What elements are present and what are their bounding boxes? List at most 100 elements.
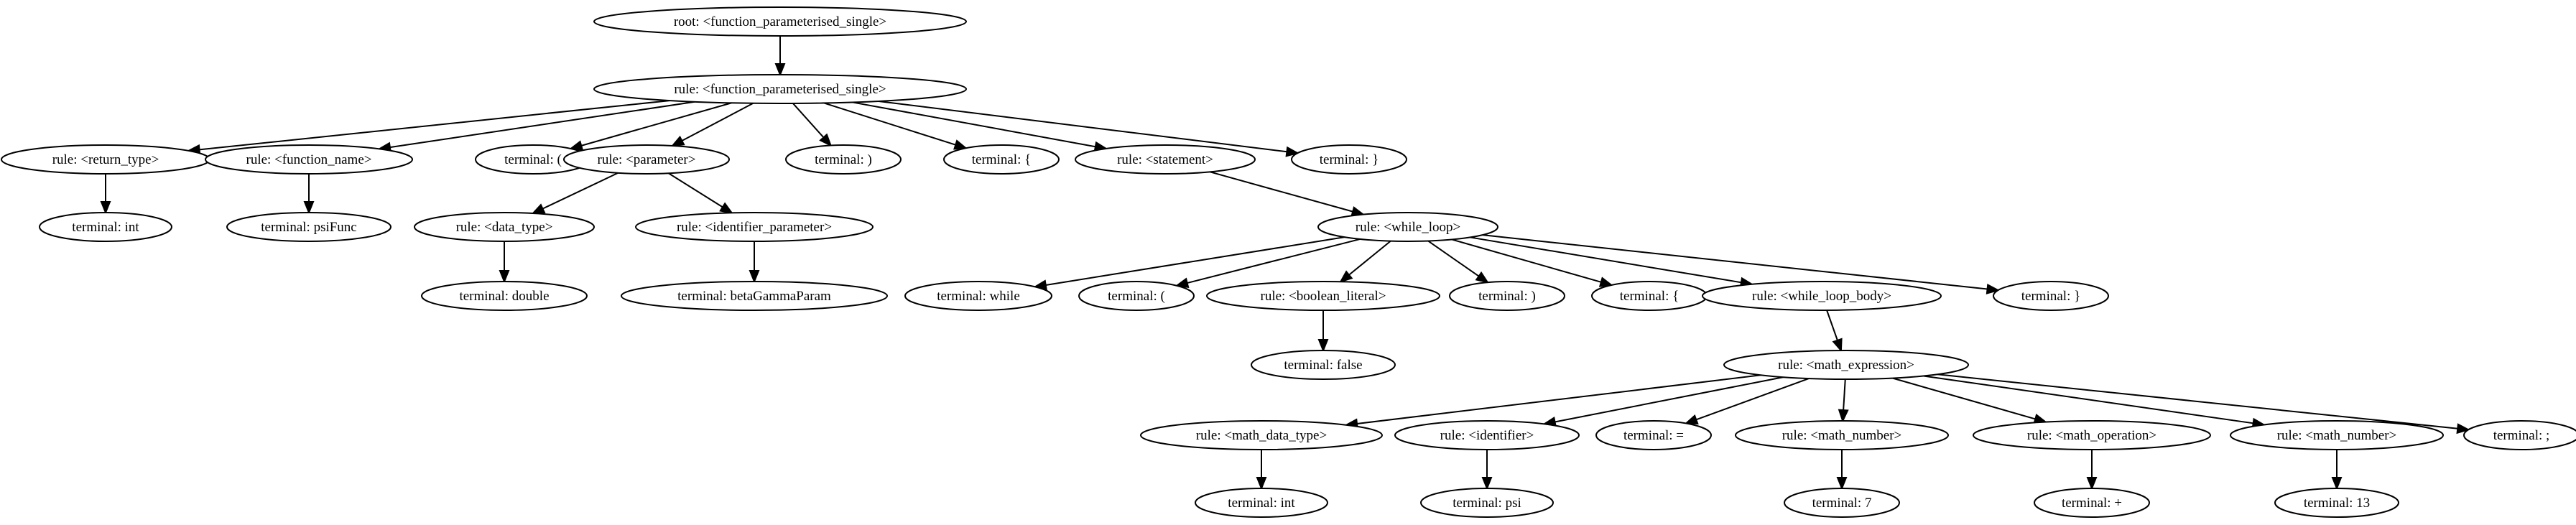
node-ellipse <box>2230 420 2444 450</box>
tree-node-n10: terminal: int <box>39 212 172 242</box>
node-ellipse <box>2274 488 2399 518</box>
arrowhead-icon <box>749 270 760 284</box>
edge-n1-n7 <box>823 102 968 150</box>
edge-line <box>542 172 618 210</box>
edge-line <box>1045 236 1345 286</box>
tree-node-n0: root: <function_parameterised_single> <box>593 6 967 37</box>
tree-node-n32: terminal: ; <box>2463 420 2576 450</box>
node-ellipse <box>943 144 1060 175</box>
node-ellipse <box>1291 144 1407 175</box>
arrowhead-icon <box>670 135 685 147</box>
edge-line <box>1427 240 1480 277</box>
edge-n3-n11 <box>303 174 315 215</box>
node-label: rule: <boolean_literal> <box>1261 289 1386 304</box>
edge-n25-n30 <box>1892 377 2048 424</box>
arrowhead-icon <box>719 202 733 214</box>
arrowhead-icon <box>1339 270 1353 283</box>
node-label: rule: <statement> <box>1117 152 1213 167</box>
node-ellipse <box>39 212 172 242</box>
tree-node-n12: rule: <data_type> <box>414 212 595 242</box>
edge-line <box>668 172 723 208</box>
node-ellipse <box>1993 281 2109 311</box>
edge-n0-n1 <box>774 36 786 77</box>
arrowhead-icon <box>1475 271 1490 284</box>
tree-node-n9: terminal: } <box>1291 144 1407 175</box>
node-label: terminal: int <box>72 220 139 235</box>
edge-n1-n4 <box>569 102 732 151</box>
node-label: terminal: { <box>1620 289 1679 304</box>
edge-n1-n2 <box>186 100 670 155</box>
arrowhead-icon <box>2086 477 2098 491</box>
node-ellipse <box>593 6 967 37</box>
arrowhead-icon <box>1986 283 2001 294</box>
node-ellipse <box>421 281 588 311</box>
tree-node-n25: rule: <math_expression> <box>1723 350 1969 380</box>
node-label: terminal: = <box>1623 428 1684 443</box>
arrowhead-icon <box>1317 339 1329 353</box>
node-label: rule: <function_parameterised_single> <box>674 82 886 97</box>
node-label: terminal: 7 <box>1812 496 1872 511</box>
arrowhead-icon <box>1838 409 1849 423</box>
tree-node-n21: terminal: { <box>1591 281 1708 311</box>
tree-node-n15: terminal: double <box>421 281 588 311</box>
node-label: terminal: 13 <box>2304 496 2370 511</box>
node-ellipse <box>1317 212 1498 242</box>
node-label: terminal: betaGammaParam <box>677 289 831 304</box>
node-ellipse <box>1784 488 1900 518</box>
node-ellipse <box>1078 281 1195 311</box>
edge-n26-n33 <box>1256 450 1267 491</box>
edge-n14-n19 <box>1339 240 1391 283</box>
tree-node-n26: rule: <math_data_type> <box>1140 420 1383 450</box>
edge-line <box>823 102 956 146</box>
node-label: terminal: ; <box>2493 428 2550 443</box>
node-ellipse <box>205 144 413 175</box>
arrowhead-icon <box>569 140 584 151</box>
edge-line <box>1451 238 1602 283</box>
tree-node-n28: terminal: = <box>1595 420 1712 450</box>
tree-node-n1: rule: <function_parameterised_single> <box>593 74 967 104</box>
node-label: terminal: double <box>459 289 549 304</box>
node-label: rule: <identifier_parameter> <box>677 220 832 235</box>
edge-line <box>1826 310 1838 341</box>
node-label: rule: <identifier> <box>1440 428 1534 443</box>
arrowhead-icon <box>1256 477 1267 491</box>
edge-n25-n29 <box>1838 378 1849 423</box>
edge-n1-n6 <box>792 103 833 147</box>
tree-node-n20: terminal: ) <box>1449 281 1565 311</box>
node-ellipse <box>1206 281 1440 311</box>
node-ellipse <box>414 212 595 242</box>
node-label: terminal: int <box>1228 496 1295 511</box>
edge-line <box>1187 238 1361 284</box>
tree-node-n7: terminal: { <box>943 144 1060 175</box>
node-ellipse <box>1973 420 2211 450</box>
edge-n19-n24 <box>1317 310 1329 353</box>
edge-n31-n37 <box>2331 450 2343 491</box>
node-label: terminal: { <box>972 152 1031 167</box>
edge-line <box>681 102 754 141</box>
tree-node-n14: rule: <while_loop> <box>1317 212 1498 242</box>
arrowhead-icon <box>1598 277 1613 287</box>
edge-line <box>792 103 825 138</box>
tree-node-n24: terminal: false <box>1251 350 1396 380</box>
node-label: terminal: } <box>2021 289 2080 304</box>
edge-n13-n16 <box>749 241 760 284</box>
node-ellipse <box>1195 488 1328 518</box>
arrowhead-icon <box>499 270 510 284</box>
edges-layer <box>100 36 2470 491</box>
tree-node-n27: rule: <identifier> <box>1394 420 1580 450</box>
tree-node-n23: terminal: } <box>1993 281 2109 311</box>
arrowhead-icon <box>2331 477 2343 491</box>
edge-n8-n14 <box>1210 171 1366 217</box>
node-label: terminal: while <box>937 289 1020 304</box>
tree-node-n31: rule: <math_number> <box>2230 420 2444 450</box>
edge-n12-n15 <box>499 241 510 284</box>
edge-line <box>1470 236 1742 284</box>
tree-node-n8: rule: <statement> <box>1075 144 1256 175</box>
node-ellipse <box>1251 350 1396 380</box>
node-label: terminal: false <box>1284 358 1362 373</box>
arrowhead-icon <box>531 203 546 215</box>
edge-line <box>878 100 1287 153</box>
node-label: terminal: + <box>2062 496 2122 511</box>
tree-node-n30: rule: <math_operation> <box>1973 420 2211 450</box>
